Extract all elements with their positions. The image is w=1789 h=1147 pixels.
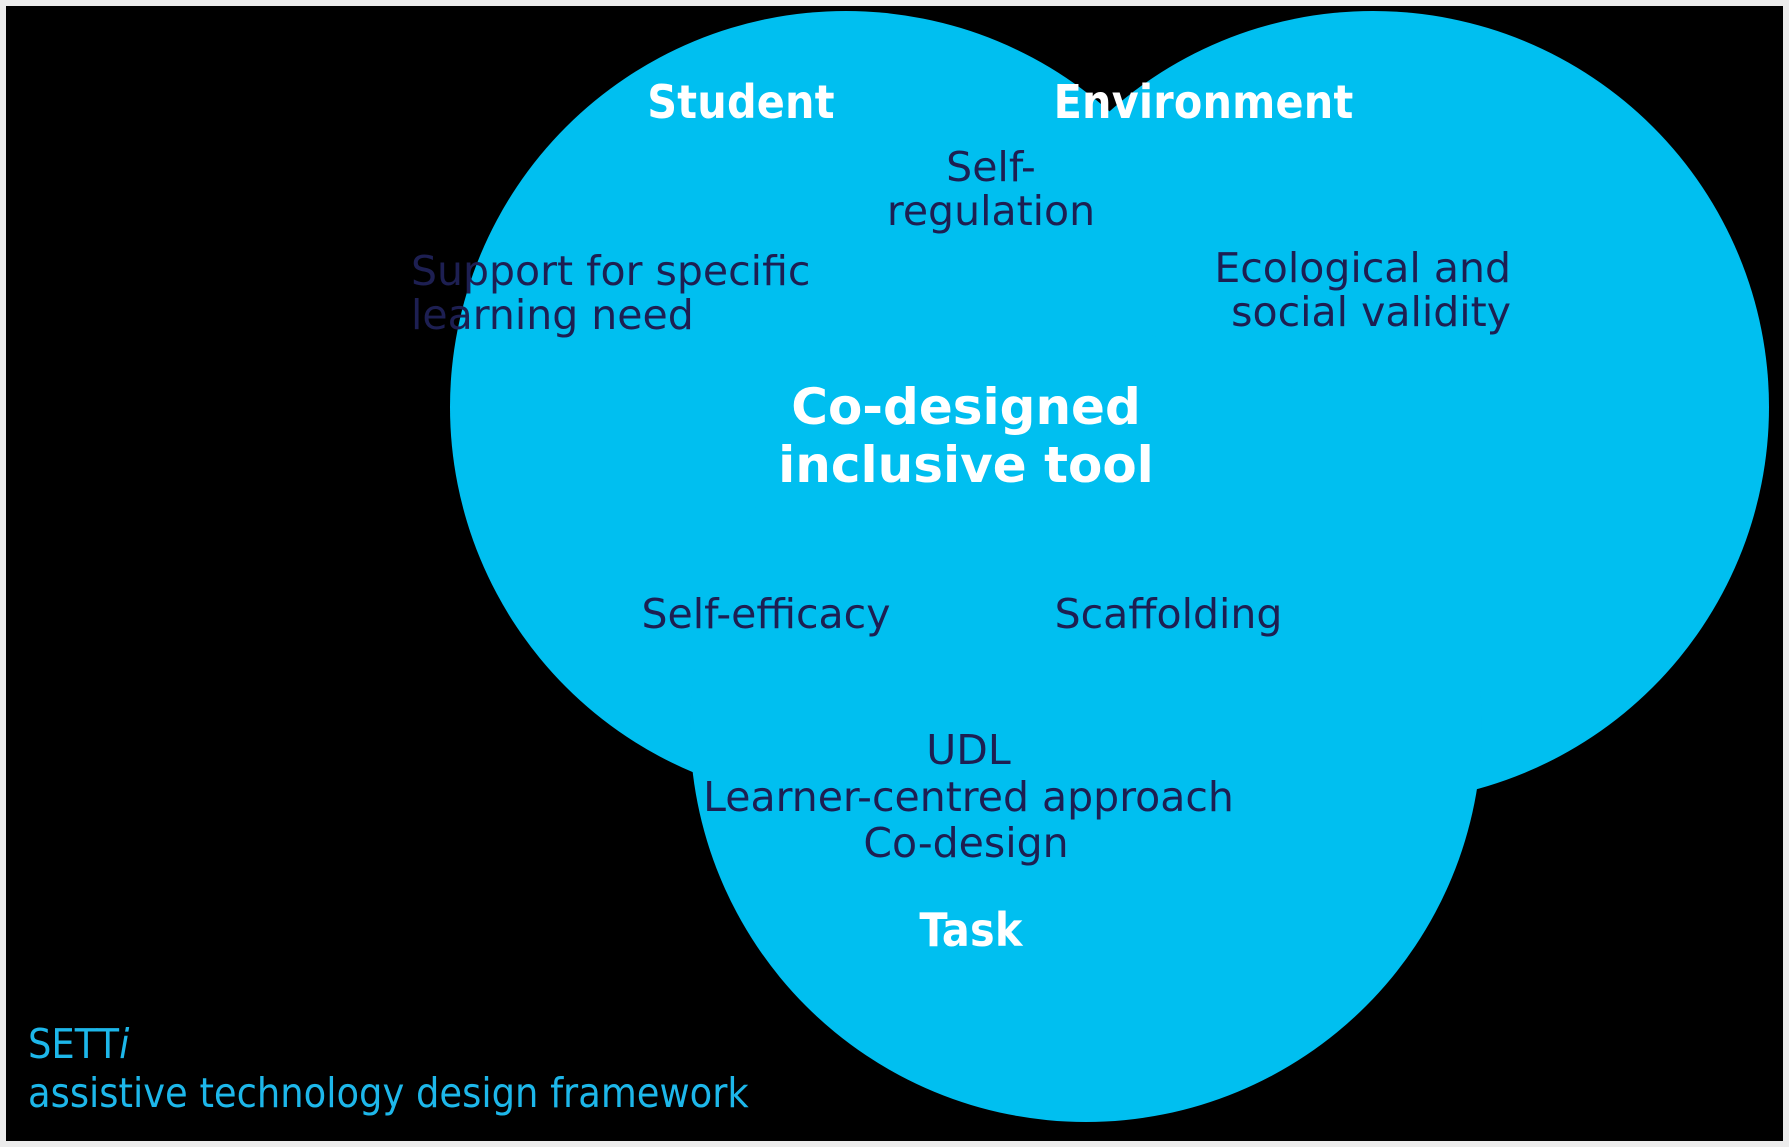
brand-tagline: assistive technology design framework bbox=[28, 1068, 749, 1117]
brand-lockup: SETTi assistive technology design framew… bbox=[28, 1020, 749, 1117]
brand-name-base: SETT bbox=[28, 1020, 120, 1069]
venn-trefoil-shape bbox=[450, 11, 1769, 1122]
circle-task bbox=[690, 330, 1482, 1122]
brand-name-italic-i: i bbox=[119, 1020, 130, 1069]
venn-circles-group bbox=[450, 11, 1769, 1122]
brand-name: SETTi bbox=[28, 1020, 749, 1068]
